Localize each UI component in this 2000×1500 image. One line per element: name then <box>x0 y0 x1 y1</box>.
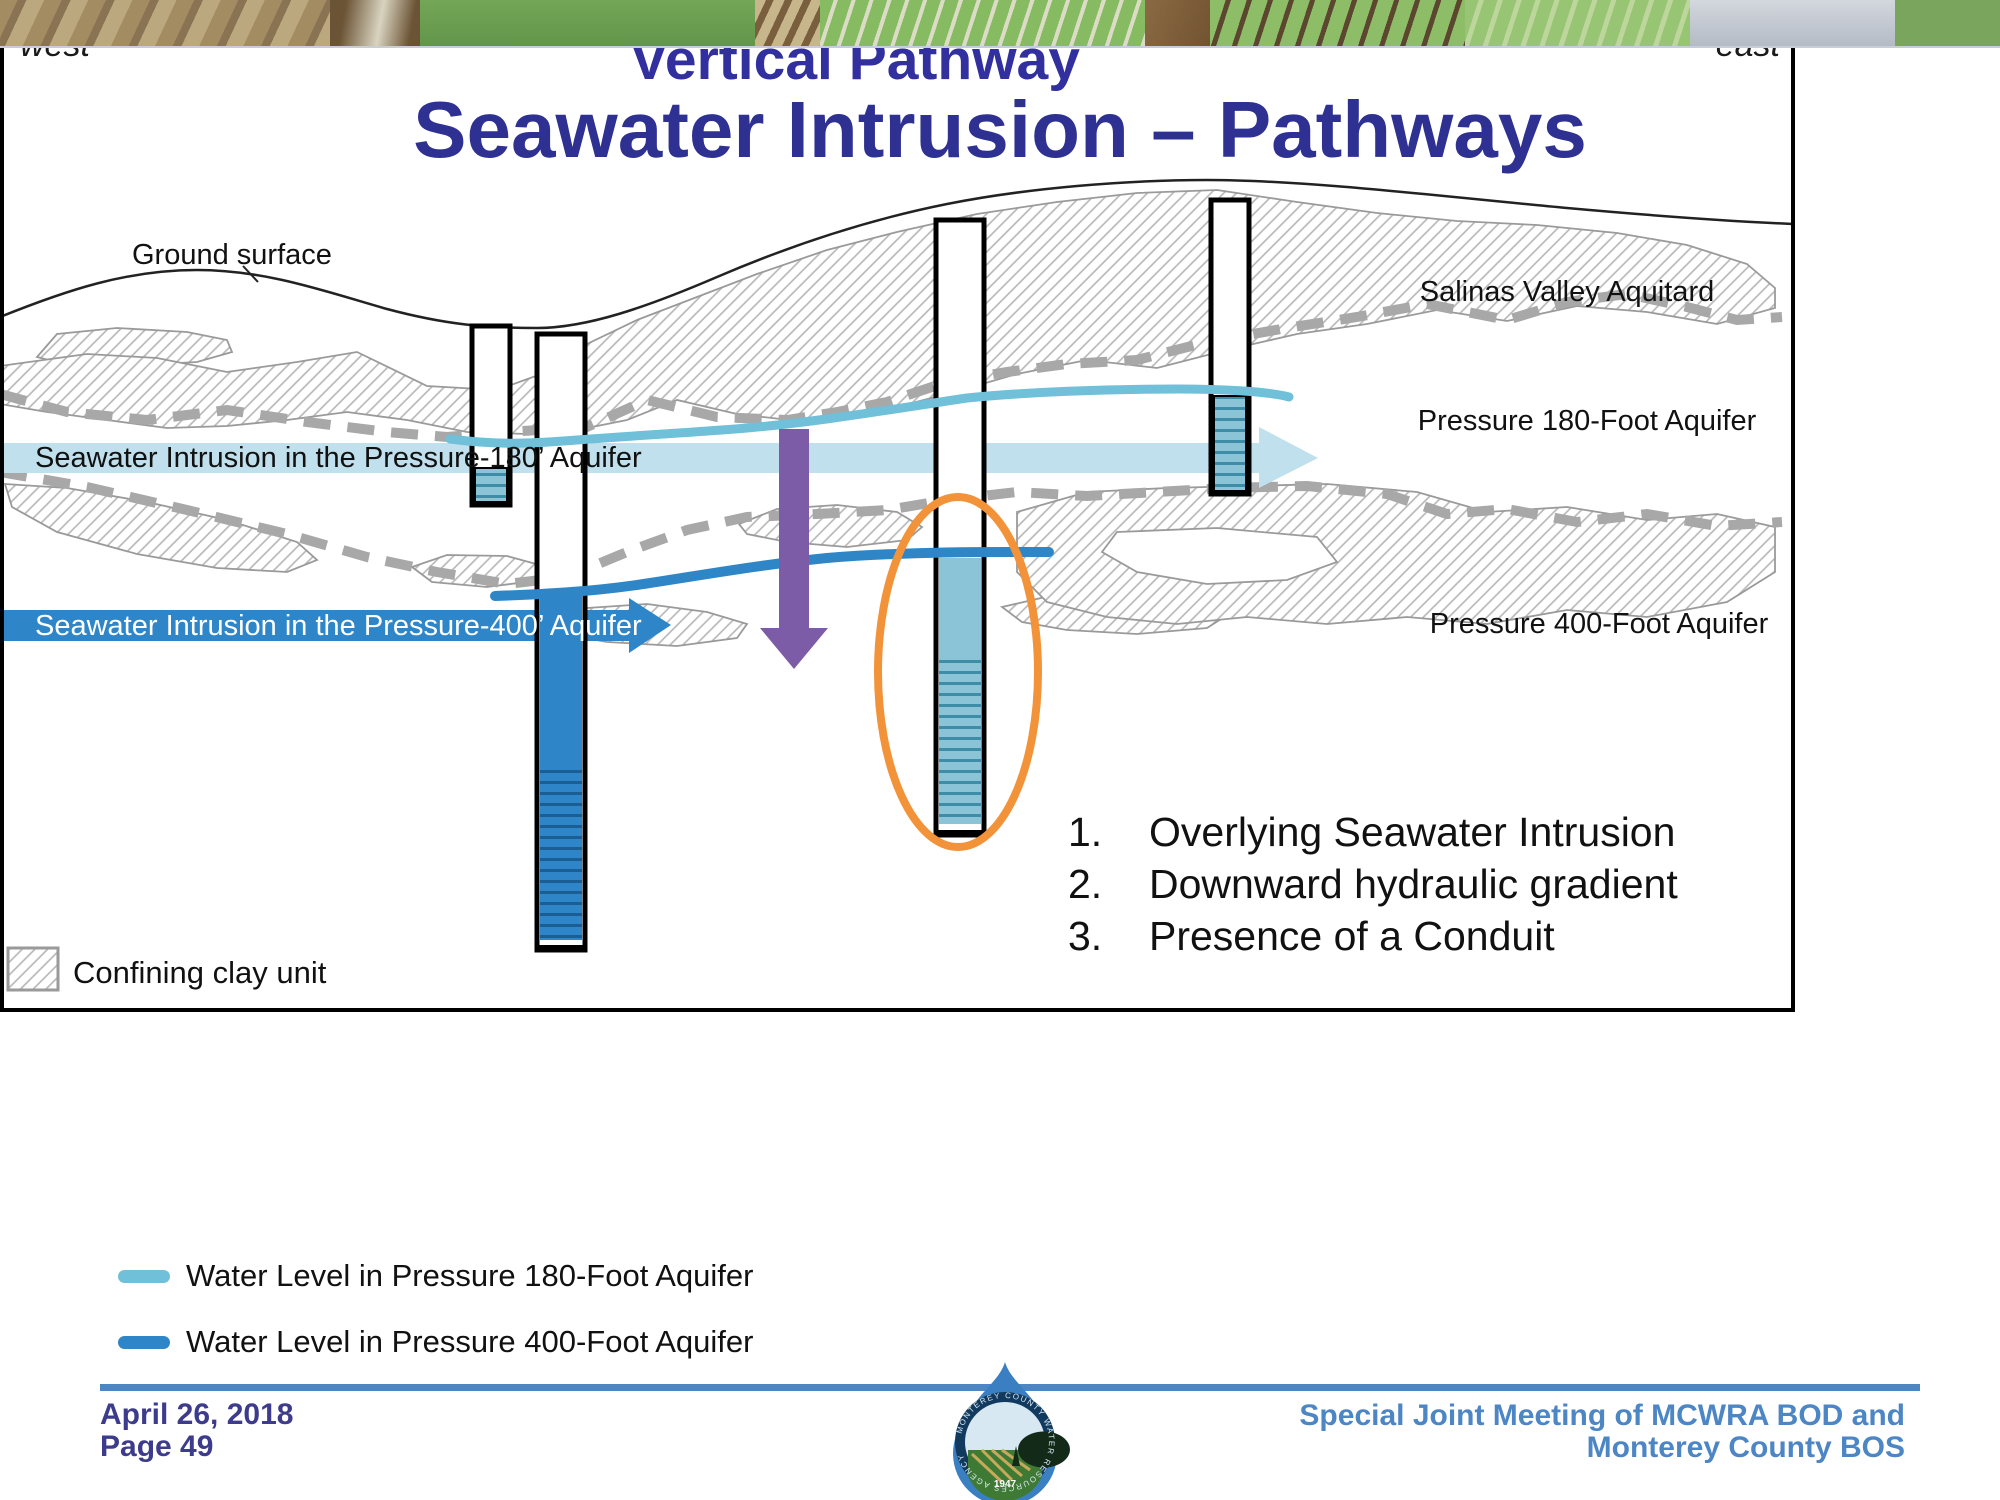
footer-page-number: Page 49 <box>100 1430 214 1463</box>
conduit-well <box>933 217 987 838</box>
water-level-400-line <box>490 547 1054 601</box>
banner-photo-segment <box>330 0 430 46</box>
legend-water-level-400: Water Level in Pressure 400-Foot Aquifer <box>118 1324 753 1360</box>
logo-year: 1947 <box>994 1479 1017 1490</box>
intrusion-400-arrow <box>3 598 671 653</box>
intrusion-180-label: Seawater Intrusion in the Pressure-180’ … <box>35 442 642 474</box>
banner-photo-segment <box>0 0 350 46</box>
water-level-180-line <box>445 384 1294 448</box>
water-level-180-legend-label: Water Level in Pressure 180-Foot Aquifer <box>186 1258 754 1293</box>
aquitard-label: Salinas Valley Aquitard <box>1420 276 1714 308</box>
water-level-400-swatch <box>118 1335 170 1349</box>
clay-legend: Confining clay unit <box>6 946 327 992</box>
deep-well-400 <box>534 331 588 953</box>
water-level-400-legend-label: Water Level in Pressure 400-Foot Aquifer <box>186 1324 754 1359</box>
step-number: 2. <box>1068 861 1102 907</box>
step-text: Presence of a Conduit <box>1149 913 1555 959</box>
footer-meeting-line1: Special Joint Meeting of MCWRA BOD and <box>1299 1399 1905 1432</box>
clay-legend-label: Confining clay unit <box>73 955 327 990</box>
aquifer-400-label: Pressure 400-Foot Aquifer <box>1430 608 1769 640</box>
ground-surface-label: Ground surface <box>132 239 332 271</box>
pathway-steps-list: 1. Overlying Seawater Intrusion 2. Downw… <box>1068 809 1678 959</box>
banner-photo-segment <box>420 0 770 46</box>
banner-photo-segment <box>755 0 830 46</box>
ground-surface-line <box>0 178 1794 330</box>
step-text: Downward hydraulic gradient <box>1149 861 1678 907</box>
banner-photo-segment <box>1210 0 1480 46</box>
slide-title: Seawater Intrusion – Pathways <box>413 85 1587 174</box>
legend-water-level-180: Water Level in Pressure 180-Foot Aquifer <box>118 1258 753 1294</box>
monitoring-well-180-east <box>1208 197 1252 497</box>
monitoring-well-180-west <box>469 323 513 508</box>
mcwra-logo: MONTEREY COUNTY WATER RESOURCES AGENCY 1… <box>953 1362 1070 1500</box>
step-number: 1. <box>1068 809 1102 855</box>
farm-photo-banner <box>0 0 2000 48</box>
clay-legend-swatch <box>6 946 60 992</box>
footer-date: April 26, 2018 <box>100 1398 294 1431</box>
ground-surface-leader <box>242 265 259 283</box>
lower-clay-dashed-line <box>0 467 1783 590</box>
step-text: Overlying Seawater Intrusion <box>1149 809 1675 855</box>
banner-photo-segment <box>1895 0 2000 46</box>
cross-section-diagram: west east Vertical Pathway Ground surfac… <box>0 0 1795 1012</box>
clay-mass-hole <box>1100 527 1339 585</box>
banner-photo-segment <box>1465 0 1705 46</box>
intrusion-180-arrow <box>3 427 1318 488</box>
seal-field-rows <box>970 1448 1031 1484</box>
footer-meeting-line2: Monterey County BOS <box>1586 1431 1905 1464</box>
banner-photo-segment <box>1690 0 1910 46</box>
conduit-highlight-ellipse <box>874 493 1042 851</box>
step-number: 3. <box>1068 913 1102 959</box>
seal-tree-icon <box>1012 1431 1070 1468</box>
intrusion-400-label: Seawater Intrusion in the Pressure-400’ … <box>35 610 642 642</box>
downward-gradient-arrow <box>760 429 828 669</box>
aquifer-180-label: Pressure 180-Foot Aquifer <box>1418 405 1757 437</box>
water-level-180-swatch <box>118 1269 170 1283</box>
diagram-background <box>2 2 1793 1010</box>
banner-photo-segment <box>820 0 1160 46</box>
aquitard-base-dashed-line <box>0 288 1783 443</box>
